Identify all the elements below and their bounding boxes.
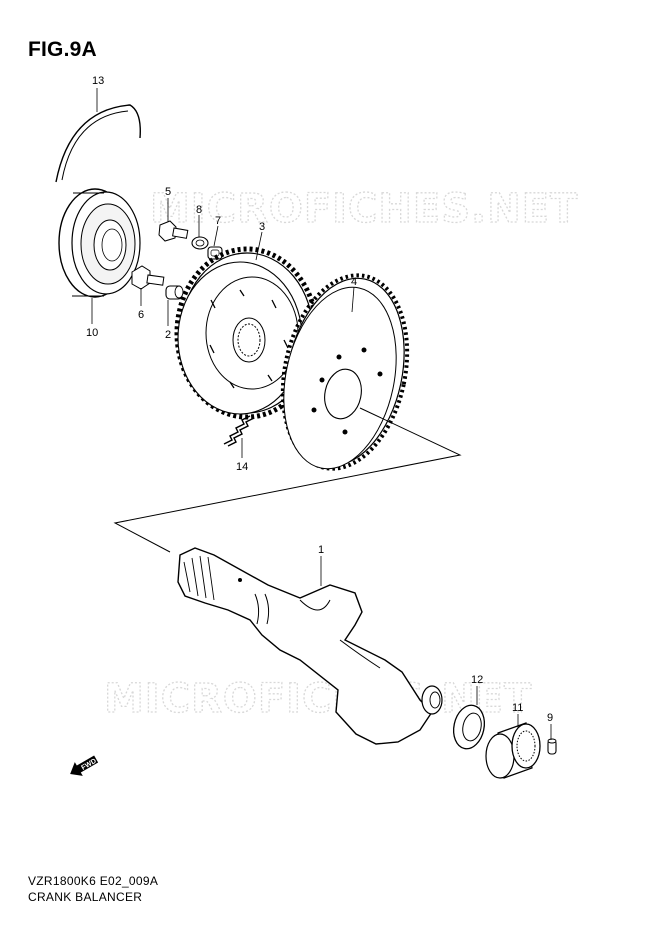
callout-2[interactable]: 2 [165,329,171,341]
part-11-needle-bearing[interactable] [485,722,541,779]
callout-12[interactable]: 12 [471,674,483,686]
part-9-dowel-pin[interactable] [547,738,557,755]
fwd-arrow-icon: FWD [70,755,99,776]
part-8-collar[interactable] [191,236,209,250]
callout-6[interactable]: 6 [138,309,144,321]
assembly-leader-lines [113,407,462,553]
callout-7[interactable]: 7 [215,215,221,227]
callout-13[interactable]: 13 [92,75,104,87]
callout-8[interactable]: 8 [196,204,202,216]
callouts: 13 5 8 7 3 4 6 2 10 14 1 12 11 9 [86,75,553,724]
callout-1[interactable]: 1 [318,544,324,556]
callout-14[interactable]: 14 [236,461,248,473]
callout-3[interactable]: 3 [259,221,265,233]
part-12-shim[interactable] [450,702,488,751]
callout-5[interactable]: 5 [165,186,171,198]
callout-leaders [91,88,552,740]
callout-11[interactable]: 11 [512,702,523,714]
part-2-pin[interactable] [165,285,184,300]
callout-4[interactable]: 4 [351,276,357,288]
figure-title: FIG.9A [28,38,97,61]
fwd-label: FWD [80,758,97,772]
part-5-bolt[interactable] [158,220,189,242]
part-4-scissors-gear[interactable] [266,264,424,481]
part-10-bearing[interactable] [58,188,141,298]
section-name: CRANK BALANCER [28,890,143,904]
part-14-spring[interactable] [223,415,255,447]
part-3-balancer-gear[interactable] [174,246,320,420]
watermark-top: MICROFICHES.NET [150,186,578,232]
model-code: VZR1800K6 E02_009A [28,874,159,888]
part-6-bolt[interactable] [131,265,165,290]
part-1-balancer-shaft[interactable] [177,547,443,745]
part-13-circlip[interactable] [55,104,141,183]
callout-9[interactable]: 9 [547,712,553,724]
callout-10[interactable]: 10 [86,327,98,339]
